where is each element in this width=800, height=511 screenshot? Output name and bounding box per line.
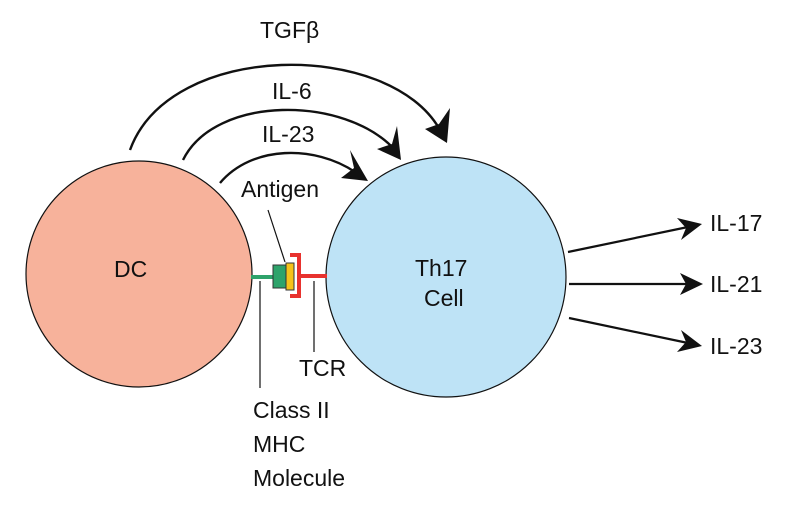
il23-in-label: IL-23 (262, 121, 314, 147)
mhc-molecule (272, 264, 287, 289)
il23-out-arrow-line (568, 316, 689, 345)
il6-arrowhead (377, 126, 401, 160)
antigen-pointer (267, 209, 286, 263)
il23-out-label: IL-23 (710, 333, 762, 359)
th17-label: Th17 (415, 255, 467, 281)
il21-label: IL-21 (710, 271, 762, 297)
dc-label: DC (114, 256, 147, 282)
il23-in-arrowhead (341, 150, 368, 181)
il6-label: IL-6 (272, 78, 312, 104)
il21-arrowhead (680, 273, 703, 295)
il17-arrowhead (677, 218, 702, 240)
il6-arrow-arc (181, 108, 396, 161)
cell-label: Cell (424, 285, 464, 311)
tgfb-arrowhead (425, 108, 450, 143)
mhc-label-line2: MHC (253, 431, 305, 457)
tcr-receptor (290, 253, 327, 298)
il17-label: IL-17 (710, 210, 762, 236)
tcr-label: TCR (299, 355, 346, 381)
tgfb-label: TGFβ (260, 17, 319, 43)
mhc-label-line1: Class II (253, 397, 330, 423)
dc-cell-outline (25, 160, 253, 388)
dc-cell (26, 161, 252, 387)
il23-in-arrow-arc (219, 151, 356, 184)
th17-cell (326, 157, 566, 397)
antigen-label: Antigen (241, 176, 319, 202)
il17-arrow-line (567, 225, 689, 254)
tgfb-arrow-arc (128, 63, 442, 151)
il23-out-arrowhead (677, 330, 702, 352)
mhc-label-line3: Molecule (253, 465, 345, 491)
antigen-peptide (285, 262, 295, 291)
